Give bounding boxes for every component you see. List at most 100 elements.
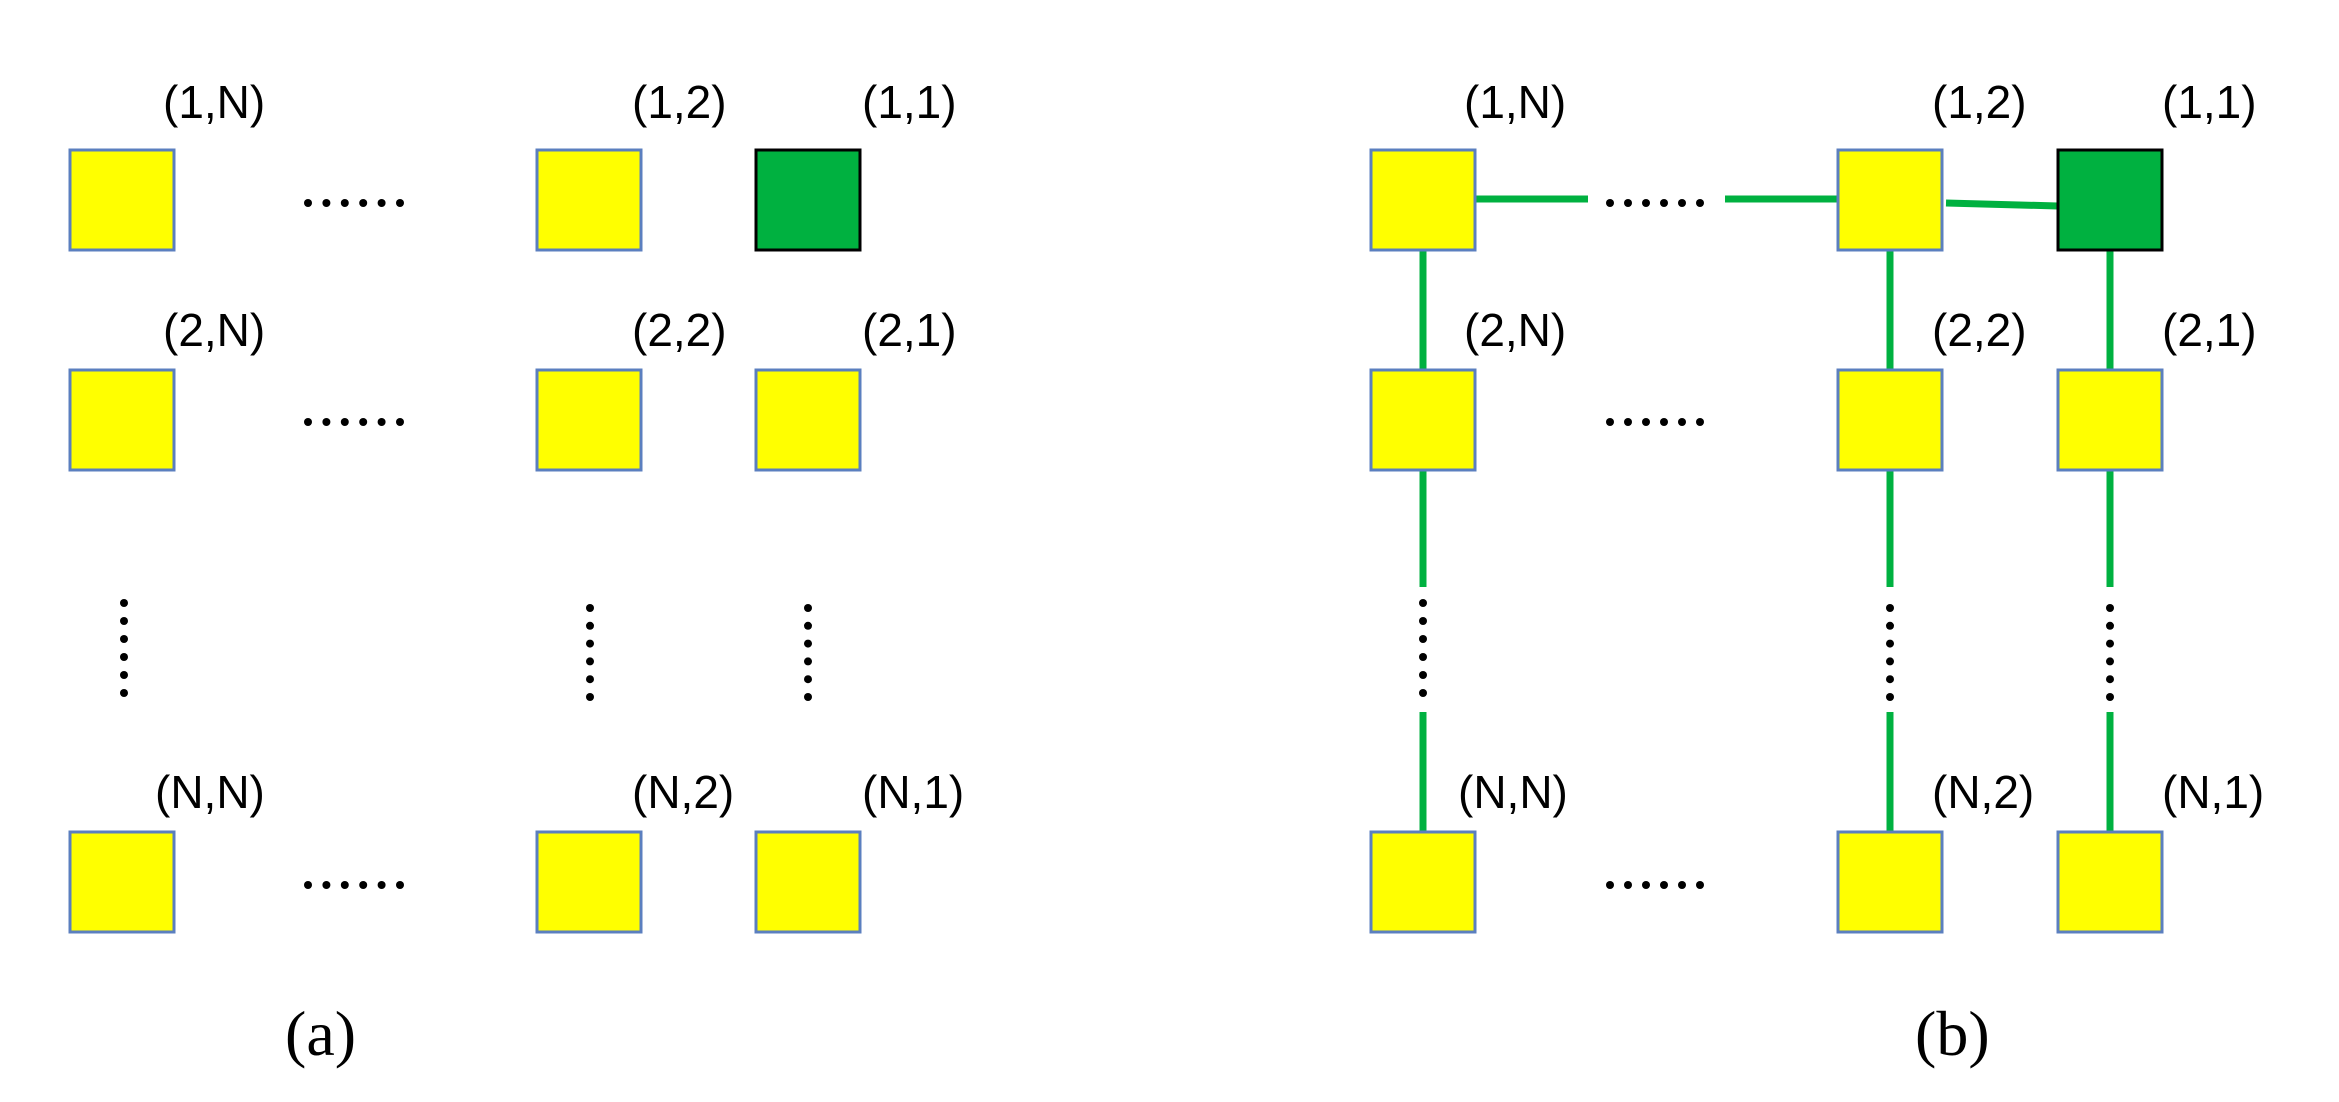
ellipsis-dot — [804, 657, 812, 666]
label-N-N: (N,N) — [155, 766, 265, 818]
ellipsis-dot — [120, 617, 128, 625]
node-2-N — [1369, 368, 1477, 472]
ellipsis-dot — [586, 675, 594, 684]
label-N-2: (N,2) — [1932, 766, 2034, 818]
ellipsis-dot — [586, 621, 594, 630]
ellipsis-dot — [359, 199, 368, 207]
ellipsis-dot — [340, 881, 349, 889]
ellipsis-dot — [1886, 675, 1894, 684]
ellipsis-dot — [377, 418, 386, 426]
caption-a: (a) — [285, 998, 356, 1069]
ellipsis-dot — [804, 693, 812, 701]
link-12-11 — [1945, 199, 2059, 210]
ellipsis-dot — [1660, 881, 1668, 889]
ellipsis-dot — [340, 418, 349, 426]
node-2-2 — [1836, 368, 1944, 472]
ellipsis-dot — [377, 199, 386, 207]
ellipsis-dot — [1886, 621, 1894, 630]
ellipsis-dot — [1606, 418, 1614, 426]
label-2-2: (2,2) — [632, 304, 727, 356]
label-1-N: (1,N) — [1464, 76, 1566, 128]
ellipsis-dot — [804, 621, 812, 630]
v-ellipsis-colN — [120, 599, 128, 697]
ellipsis-dot — [1419, 617, 1427, 625]
ellipsis-dot — [1419, 635, 1427, 643]
ellipsis-dot — [2106, 657, 2114, 666]
ellipsis-dot — [1419, 653, 1427, 661]
label-N-1: (N,1) — [862, 766, 964, 818]
label-2-2: (2,2) — [1932, 304, 2027, 356]
ellipsis-dot — [322, 881, 331, 889]
label-2-1: (2,1) — [2162, 304, 2257, 356]
ellipsis-dot — [120, 653, 128, 661]
ellipsis-dot — [1419, 689, 1427, 697]
label-N-2: (N,2) — [632, 766, 734, 818]
ellipsis-dot — [120, 599, 128, 607]
label-2-N: (2,N) — [1464, 304, 1566, 356]
node-1-2 — [1836, 148, 1944, 252]
caption-b: (b) — [1915, 998, 1990, 1069]
ellipsis-dot — [396, 199, 404, 207]
ellipsis-dot — [804, 604, 812, 612]
ellipsis-dot — [1642, 199, 1650, 207]
ellipsis-dot — [1886, 657, 1894, 666]
ellipsis-dot — [120, 689, 128, 697]
ellipsis-dot — [1886, 639, 1894, 648]
ellipsis-dot — [804, 675, 812, 684]
ellipsis-dot — [1886, 693, 1894, 701]
ellipsis-dot — [2106, 621, 2114, 630]
h-ellipsis-row1 — [304, 199, 404, 207]
ellipsis-dot — [120, 635, 128, 643]
label-N-1: (N,1) — [2162, 766, 2264, 818]
ellipsis-dot — [1606, 199, 1614, 207]
ellipsis-dot — [396, 881, 404, 889]
v-ellipsis-colN — [1419, 599, 1427, 697]
label-N-N: (N,N) — [1458, 766, 1568, 818]
ellipsis-dot — [586, 657, 594, 666]
ellipsis-dot — [1624, 199, 1632, 207]
ellipsis-dot — [586, 604, 594, 612]
v-ellipsis-col2 — [586, 604, 594, 701]
ellipsis-dot — [1696, 418, 1704, 426]
ellipsis-dot — [804, 639, 812, 648]
node-N-N — [1369, 830, 1477, 934]
ellipsis-dot — [586, 693, 594, 701]
ellipsis-dot — [1642, 881, 1650, 889]
ellipsis-dot — [1696, 199, 1704, 207]
ellipsis-dot — [377, 881, 386, 889]
h-ellipsis-rowN — [304, 881, 404, 889]
h-ellipsis-row2 — [1606, 418, 1704, 426]
ellipsis-dot — [2106, 675, 2114, 684]
v-ellipsis-col1 — [804, 604, 812, 701]
ellipsis-dot — [1886, 604, 1894, 612]
ellipsis-dot — [1606, 881, 1614, 889]
ellipsis-dot — [2106, 604, 2114, 612]
node-2-1 — [2056, 368, 2164, 472]
node-1-N — [1369, 148, 1477, 252]
ellipsis-dot — [1624, 418, 1632, 426]
label-2-N: (2,N) — [163, 304, 265, 356]
ellipsis-dot — [1678, 199, 1686, 207]
label-1-2: (1,2) — [1932, 76, 2027, 128]
label-1-1: (1,1) — [2162, 76, 2257, 128]
ellipsis-dot — [1678, 418, 1686, 426]
node-1-2 — [535, 148, 643, 252]
ellipsis-dot — [322, 418, 331, 426]
node-N-1 — [2056, 830, 2164, 934]
node-N-2 — [1836, 830, 1944, 934]
label-2-1: (2,1) — [862, 304, 957, 356]
h-ellipsis-row2 — [304, 418, 404, 426]
node-1-1-source — [754, 148, 862, 252]
label-1-N: (1,N) — [163, 76, 265, 128]
label-1-1: (1,1) — [862, 76, 957, 128]
h-ellipsis-rowN — [1606, 881, 1704, 889]
ellipsis-dot — [1660, 418, 1668, 426]
ellipsis-dot — [2106, 693, 2114, 701]
ellipsis-dot — [1660, 199, 1668, 207]
ellipsis-dot — [304, 199, 312, 207]
node-2-1 — [754, 368, 862, 472]
ellipsis-dot — [120, 671, 128, 679]
ellipsis-dot — [359, 881, 368, 889]
links — [1419, 195, 2114, 832]
